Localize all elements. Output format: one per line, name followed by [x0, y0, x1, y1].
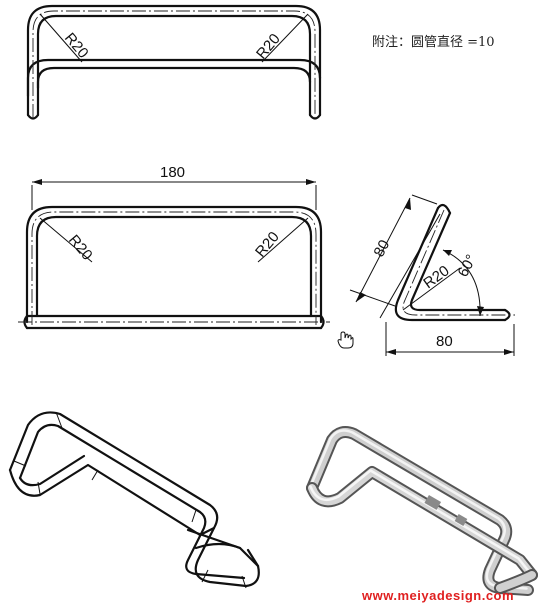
front-width-dimension: 180	[160, 164, 185, 181]
front-radius-right: R20	[252, 229, 283, 261]
isometric-outline-view	[8, 411, 260, 589]
top-view: R20 R20	[26, 4, 322, 120]
hand-cursor-icon	[337, 331, 354, 349]
shaded-3d-render	[306, 426, 538, 596]
tube-diameter-note: 附注：圆管直径 =10	[372, 35, 495, 50]
side-length-bottom: 80	[436, 333, 453, 350]
top-view-radius-right: R20	[253, 31, 284, 63]
front-view: 180 R20 R20	[18, 164, 330, 330]
side-angle: 60°	[455, 252, 481, 280]
side-length-top: 80	[371, 237, 394, 260]
top-view-radius-left: R20	[61, 30, 92, 62]
side-view: 80 R20 60° 80	[349, 194, 515, 356]
front-radius-left: R20	[65, 232, 96, 264]
watermark-text: www.meiyadesign.com	[361, 588, 514, 603]
side-bend-radius: R20	[420, 262, 452, 292]
